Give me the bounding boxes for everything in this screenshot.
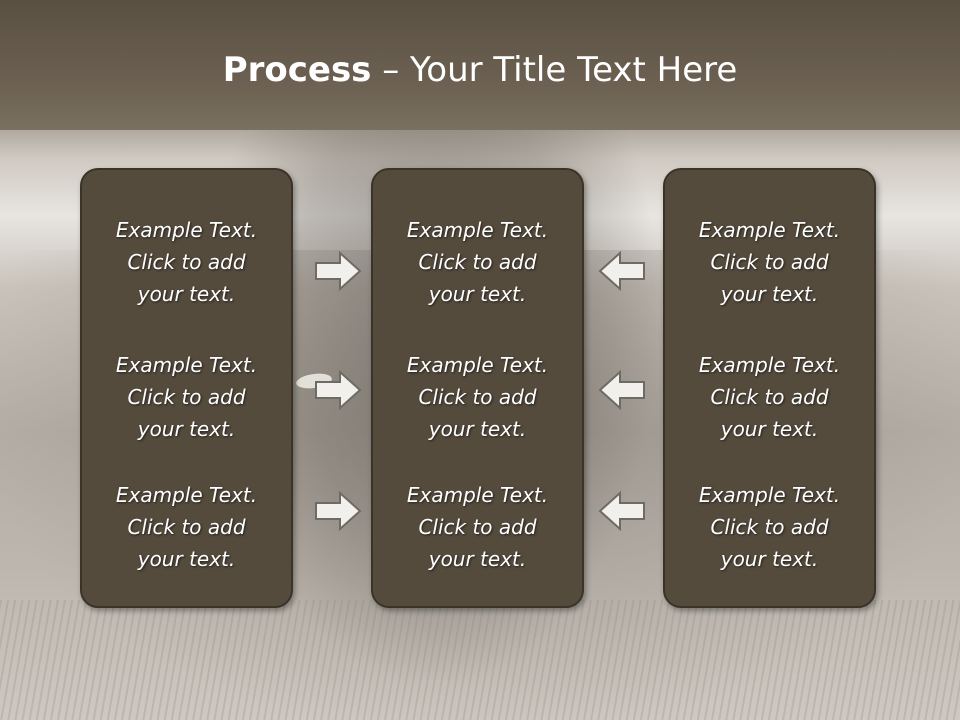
title-rest: – Your Title Text Here	[371, 50, 738, 90]
text-line: your text.	[137, 417, 236, 441]
text-block[interactable]: Example Text. Click to add your text.	[665, 479, 874, 575]
text-line: your text.	[428, 282, 527, 306]
right-arrow-icon	[314, 491, 362, 531]
process-box-left[interactable]: Example Text. Click to add your text. Ex…	[80, 168, 293, 608]
text-line: Example Text.	[406, 483, 549, 507]
text-block[interactable]: Example Text. Click to add your text.	[665, 214, 874, 310]
left-arrow-icon	[598, 251, 646, 291]
text-block[interactable]: Example Text. Click to add your text.	[665, 349, 874, 445]
text-line: Click to add	[710, 515, 829, 539]
process-box-right[interactable]: Example Text. Click to add your text. Ex…	[663, 168, 876, 608]
text-block[interactable]: Example Text. Click to add your text.	[82, 479, 291, 575]
text-line: Click to add	[418, 515, 537, 539]
text-block[interactable]: Example Text. Click to add your text.	[82, 214, 291, 310]
text-block[interactable]: Example Text. Click to add your text.	[373, 479, 582, 575]
text-block[interactable]: Example Text. Click to add your text.	[373, 214, 582, 310]
text-line: Example Text.	[406, 353, 549, 377]
text-line: your text.	[720, 547, 819, 571]
text-block[interactable]: Example Text. Click to add your text.	[82, 349, 291, 445]
text-line: your text.	[428, 547, 527, 571]
text-line: Click to add	[127, 515, 246, 539]
text-line: Click to add	[127, 250, 246, 274]
text-line: your text.	[720, 417, 819, 441]
text-line: Example Text.	[698, 353, 841, 377]
right-arrow-icon	[314, 251, 362, 291]
background-grass	[0, 600, 960, 720]
left-arrow-icon	[598, 370, 646, 410]
left-arrow-icon	[598, 491, 646, 531]
text-line: your text.	[720, 282, 819, 306]
text-line: Click to add	[710, 250, 829, 274]
text-line: your text.	[137, 282, 236, 306]
text-line: Click to add	[418, 385, 537, 409]
slide-title[interactable]: Process – Your Title Text Here	[0, 50, 960, 90]
title-band	[0, 0, 960, 130]
right-arrow-icon	[314, 370, 362, 410]
text-line: Example Text.	[115, 483, 258, 507]
text-line: Example Text.	[115, 218, 258, 242]
text-line: your text.	[137, 547, 236, 571]
text-line: Example Text.	[698, 483, 841, 507]
text-line: Click to add	[418, 250, 537, 274]
title-bold: Process	[222, 50, 372, 90]
text-line: Click to add	[710, 385, 829, 409]
text-block[interactable]: Example Text. Click to add your text.	[373, 349, 582, 445]
text-line: Example Text.	[115, 353, 258, 377]
text-line: Example Text.	[406, 218, 549, 242]
text-line: Example Text.	[698, 218, 841, 242]
process-box-center[interactable]: Example Text. Click to add your text. Ex…	[371, 168, 584, 608]
text-line: your text.	[428, 417, 527, 441]
text-line: Click to add	[127, 385, 246, 409]
